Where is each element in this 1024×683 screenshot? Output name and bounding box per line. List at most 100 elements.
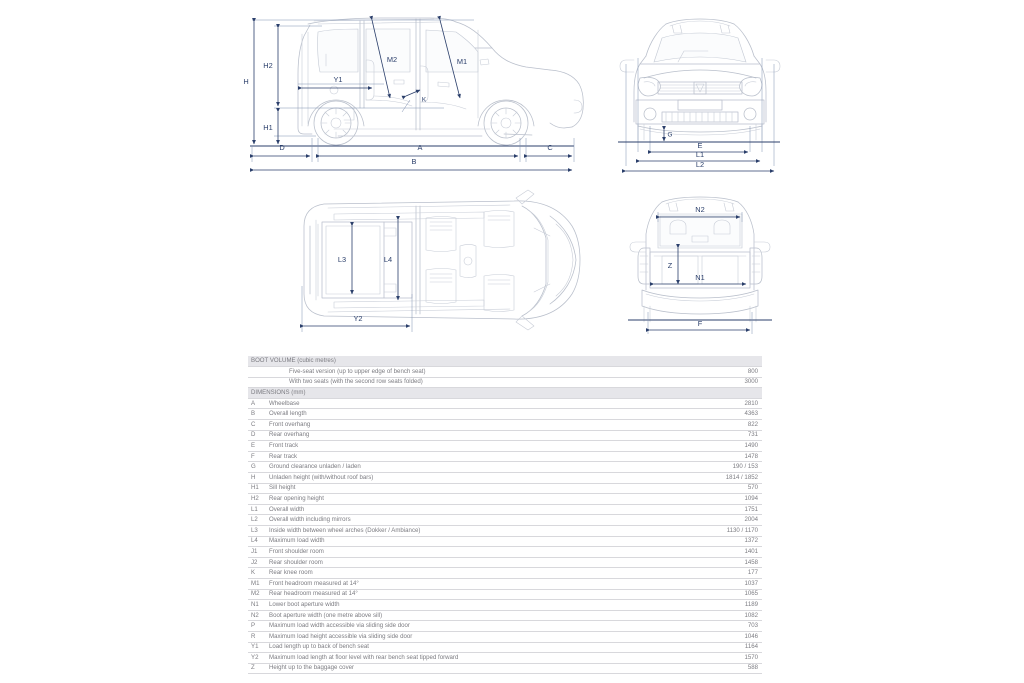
dimension-value: 1570 (688, 652, 762, 664)
dimension-code: L2 (248, 514, 267, 526)
dimensions-table: BOOT VOLUME (cubic metres)Five-seat vers… (248, 356, 762, 675)
plan-view-drawing: L3 L4 Y2 (284, 186, 596, 344)
dimension-value: 570 (688, 483, 762, 495)
dimension-value: 1490 (688, 440, 762, 452)
dimension-value: 1814 / 1852 (688, 472, 762, 484)
dimension-value: 177 (688, 567, 762, 579)
dimension-label: Wheelbase (267, 398, 688, 410)
dimension-label: Maximum load length at floor level with … (267, 652, 688, 664)
dimension-code: L1 (248, 504, 267, 516)
dim-label-A: A (418, 143, 423, 152)
dimension-code: L4 (248, 536, 267, 548)
vehicle-body-front (619, 18, 781, 141)
dimension-label: Overall width including mirrors (267, 514, 688, 526)
dimension-value: 588 (688, 663, 762, 675)
dimension-code: B (248, 408, 267, 421)
dimension-label: Front overhang (267, 419, 688, 431)
dimension-code: H (248, 472, 267, 484)
front-view-drawing: G E L1 L2 (604, 8, 794, 180)
dimension-label: Front headroom measured at 14° (267, 578, 688, 590)
dimension-code: J1 (248, 546, 267, 558)
dimension-value: 1130 / 1170 (688, 525, 762, 537)
dimension-value: 1401 (688, 546, 762, 558)
vehicle-body-plan (303, 189, 581, 331)
table-row: Five-seat version (up to upper edge of b… (248, 366, 762, 378)
dimension-label: Boot aperture width (one metre above sil… (267, 610, 688, 622)
dim-label-H1: H1 (263, 123, 272, 132)
front-wheel (483, 100, 529, 146)
dim-label-K: K (422, 97, 427, 104)
dimension-code: F (248, 451, 267, 463)
dimension-value: 1372 (688, 536, 762, 548)
front-dimensions: G E L1 L2 (618, 58, 780, 173)
dimension-value: 190 / 153 (688, 461, 762, 474)
dimension-value: 4363 (688, 408, 762, 421)
side-dimensions: H H2 H1 Y1 M2 M1 K (243, 15, 575, 172)
dimension-code: K (248, 567, 267, 579)
dimension-label: Front track (267, 440, 688, 452)
dimension-label: Front shoulder room (267, 546, 688, 558)
dimension-value: 1189 (688, 599, 762, 611)
dimension-value: 1751 (688, 504, 762, 516)
dimension-label: Load length up to back of bench seat (267, 642, 688, 654)
dimension-label: Sill height (267, 483, 688, 495)
dimension-value: 703 (688, 620, 762, 632)
dim-label-H: H (243, 77, 248, 86)
dimension-label: Rear shoulder room (267, 557, 688, 569)
dimension-label: Five-seat version (up to upper edge of b… (267, 366, 688, 378)
dimension-value: 2004 (688, 514, 762, 526)
side-view-drawing: H H2 H1 Y1 M2 M1 K (234, 8, 596, 180)
dimensions-table-body: BOOT VOLUME (cubic metres)Five-seat vers… (248, 356, 762, 675)
dimension-label: Maximum load height accessible via slidi… (267, 631, 688, 643)
dimension-code: E (248, 440, 267, 452)
rear-view-drawing: N2 Z N1 F (614, 186, 786, 344)
dimension-label: Rear track (267, 451, 688, 463)
dimension-code: D (248, 430, 267, 442)
dimension-code: N1 (248, 599, 267, 611)
rear-dimensions: N2 Z N1 F (628, 205, 772, 334)
dimension-code: H1 (248, 483, 267, 495)
dimension-code: R (248, 631, 267, 643)
dim-label-H2: H2 (263, 61, 272, 70)
dim-label-N1: N1 (695, 273, 704, 282)
dimension-value: 1082 (688, 610, 762, 622)
dim-label-L4: L4 (384, 255, 392, 264)
dimension-code (248, 366, 267, 378)
dimension-label: Overall width (267, 504, 688, 516)
dimension-code: G (248, 461, 267, 474)
dimension-label: With two seats (with the second row seat… (267, 377, 688, 389)
table-section-header: DIMENSIONS (mm) (248, 387, 762, 399)
dimension-label: Rear headroom measured at 14° (267, 589, 688, 601)
dimension-label: Rear knee room (267, 567, 688, 579)
dimension-value: 2810 (688, 398, 762, 410)
dimension-value: 1065 (688, 589, 762, 601)
dimension-value: 1094 (688, 493, 762, 505)
dimension-label: Inside width between wheel arches (Dokke… (267, 525, 688, 537)
dim-label-Y2: Y2 (353, 314, 362, 323)
dim-label-M1: M1 (457, 57, 467, 66)
dimension-label: Lower boot aperture width (267, 599, 688, 611)
dim-label-B: B (412, 157, 417, 166)
dimension-value: 1037 (688, 578, 762, 590)
dimension-code: J2 (248, 557, 267, 569)
dimension-label: Maximum load width (267, 536, 688, 548)
